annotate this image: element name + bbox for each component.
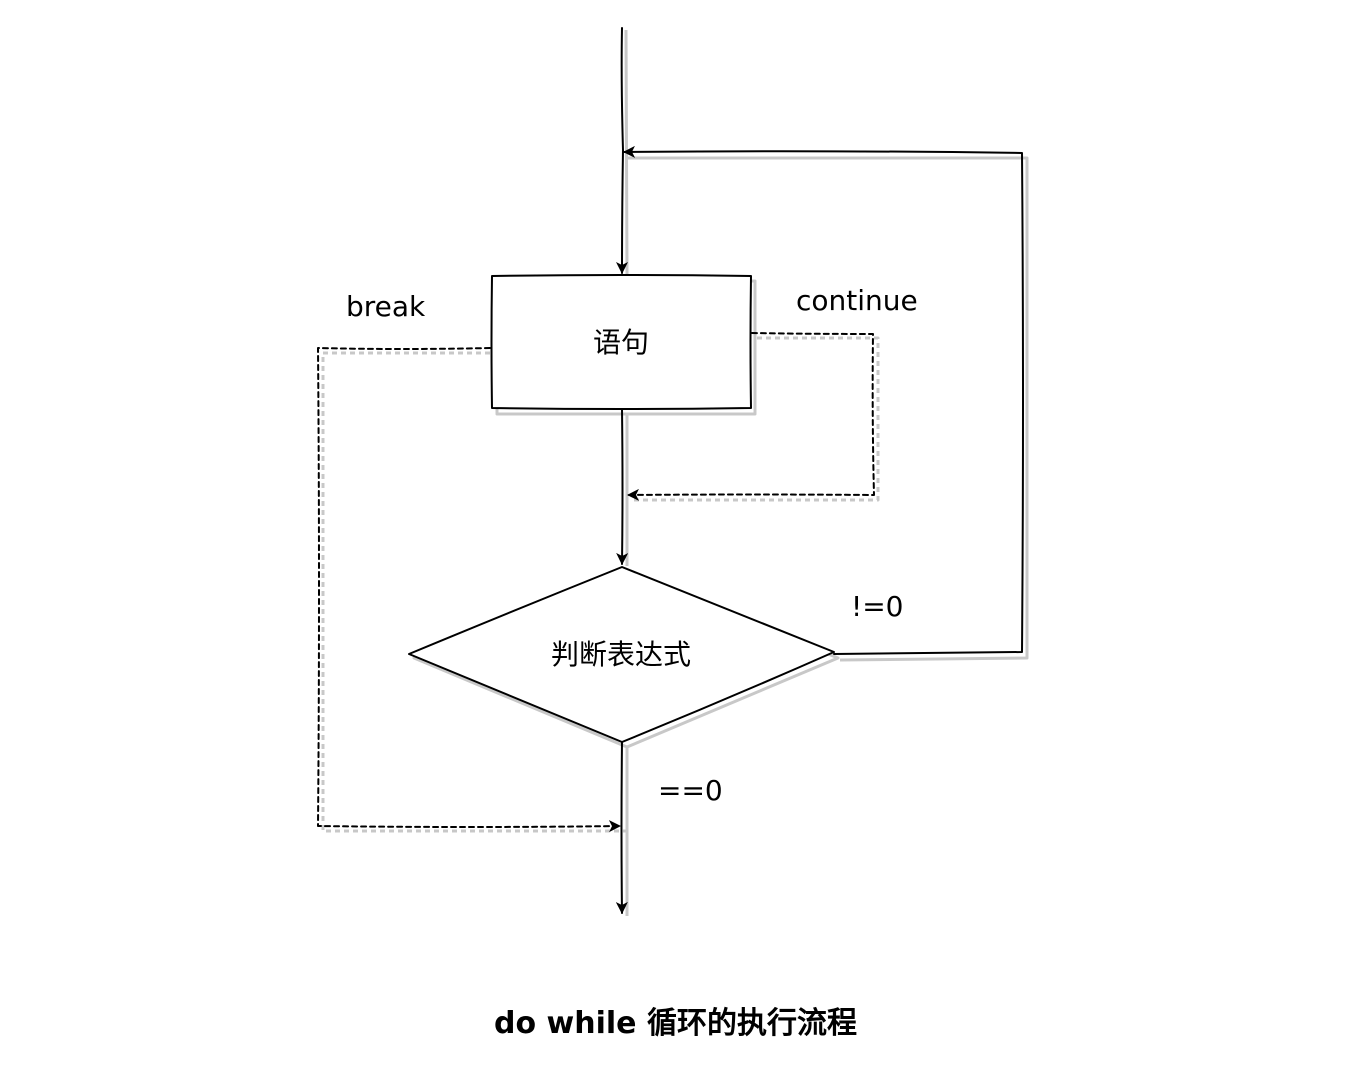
loop-back-arrow — [623, 145, 1024, 655]
condition-label: 判断表达式 — [551, 638, 691, 671]
false-branch-label: ==0 — [658, 774, 723, 807]
break-label: break — [346, 290, 426, 323]
true-branch-label: !=0 — [851, 590, 904, 623]
continue-label: continue — [796, 284, 918, 317]
statement-label: 语句 — [593, 326, 649, 359]
statement-box: 语句 — [490, 274, 752, 410]
diagram-caption: do while 循环的执行流程 — [494, 1006, 857, 1041]
entry-arrow — [616, 27, 629, 274]
statement-to-condition-arrow — [616, 408, 629, 565]
condition-diamond: 判断表达式 — [408, 566, 835, 743]
break-arrow — [317, 347, 621, 833]
exit-arrow — [615, 741, 628, 914]
continue-arrow — [627, 332, 875, 501]
